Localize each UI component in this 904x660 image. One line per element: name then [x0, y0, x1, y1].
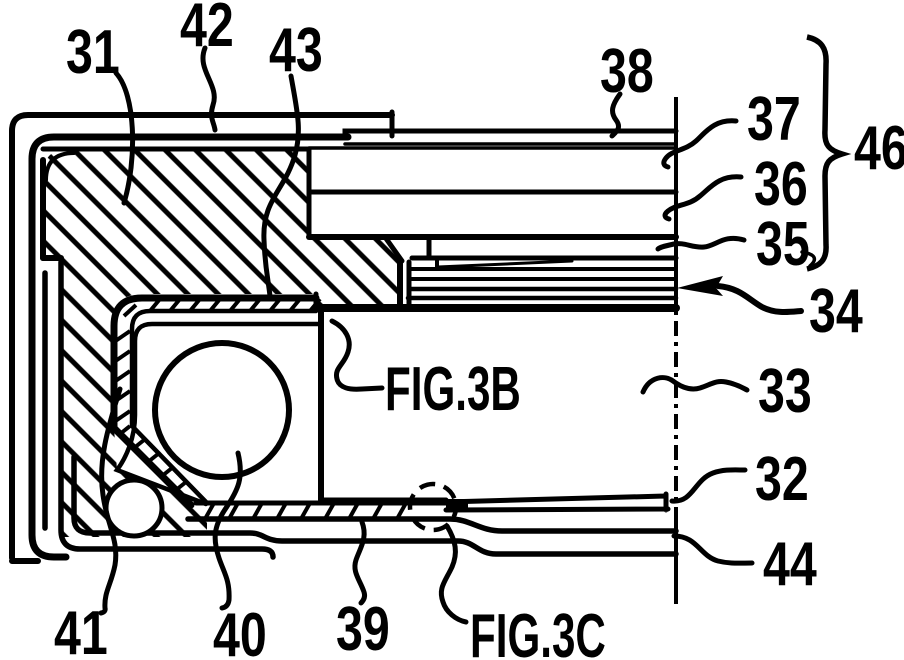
- svg-text:38: 38: [600, 36, 654, 105]
- svg-text:35: 35: [756, 209, 810, 278]
- svg-text:FIG.3C: FIG.3C: [470, 602, 606, 660]
- svg-text:FIG.3B: FIG.3B: [385, 355, 521, 424]
- svg-text:42: 42: [180, 0, 234, 59]
- svg-text:39: 39: [336, 594, 390, 660]
- svg-text:34: 34: [809, 276, 863, 345]
- svg-text:43: 43: [269, 15, 323, 84]
- svg-text:46: 46: [854, 113, 904, 182]
- svg-text:32: 32: [755, 444, 809, 513]
- svg-text:33: 33: [758, 356, 812, 425]
- svg-text:40: 40: [213, 600, 267, 660]
- svg-text:36: 36: [754, 149, 808, 218]
- svg-text:37: 37: [747, 84, 801, 153]
- svg-text:31: 31: [66, 17, 120, 86]
- svg-text:44: 44: [763, 529, 817, 598]
- svg-text:41: 41: [54, 598, 108, 660]
